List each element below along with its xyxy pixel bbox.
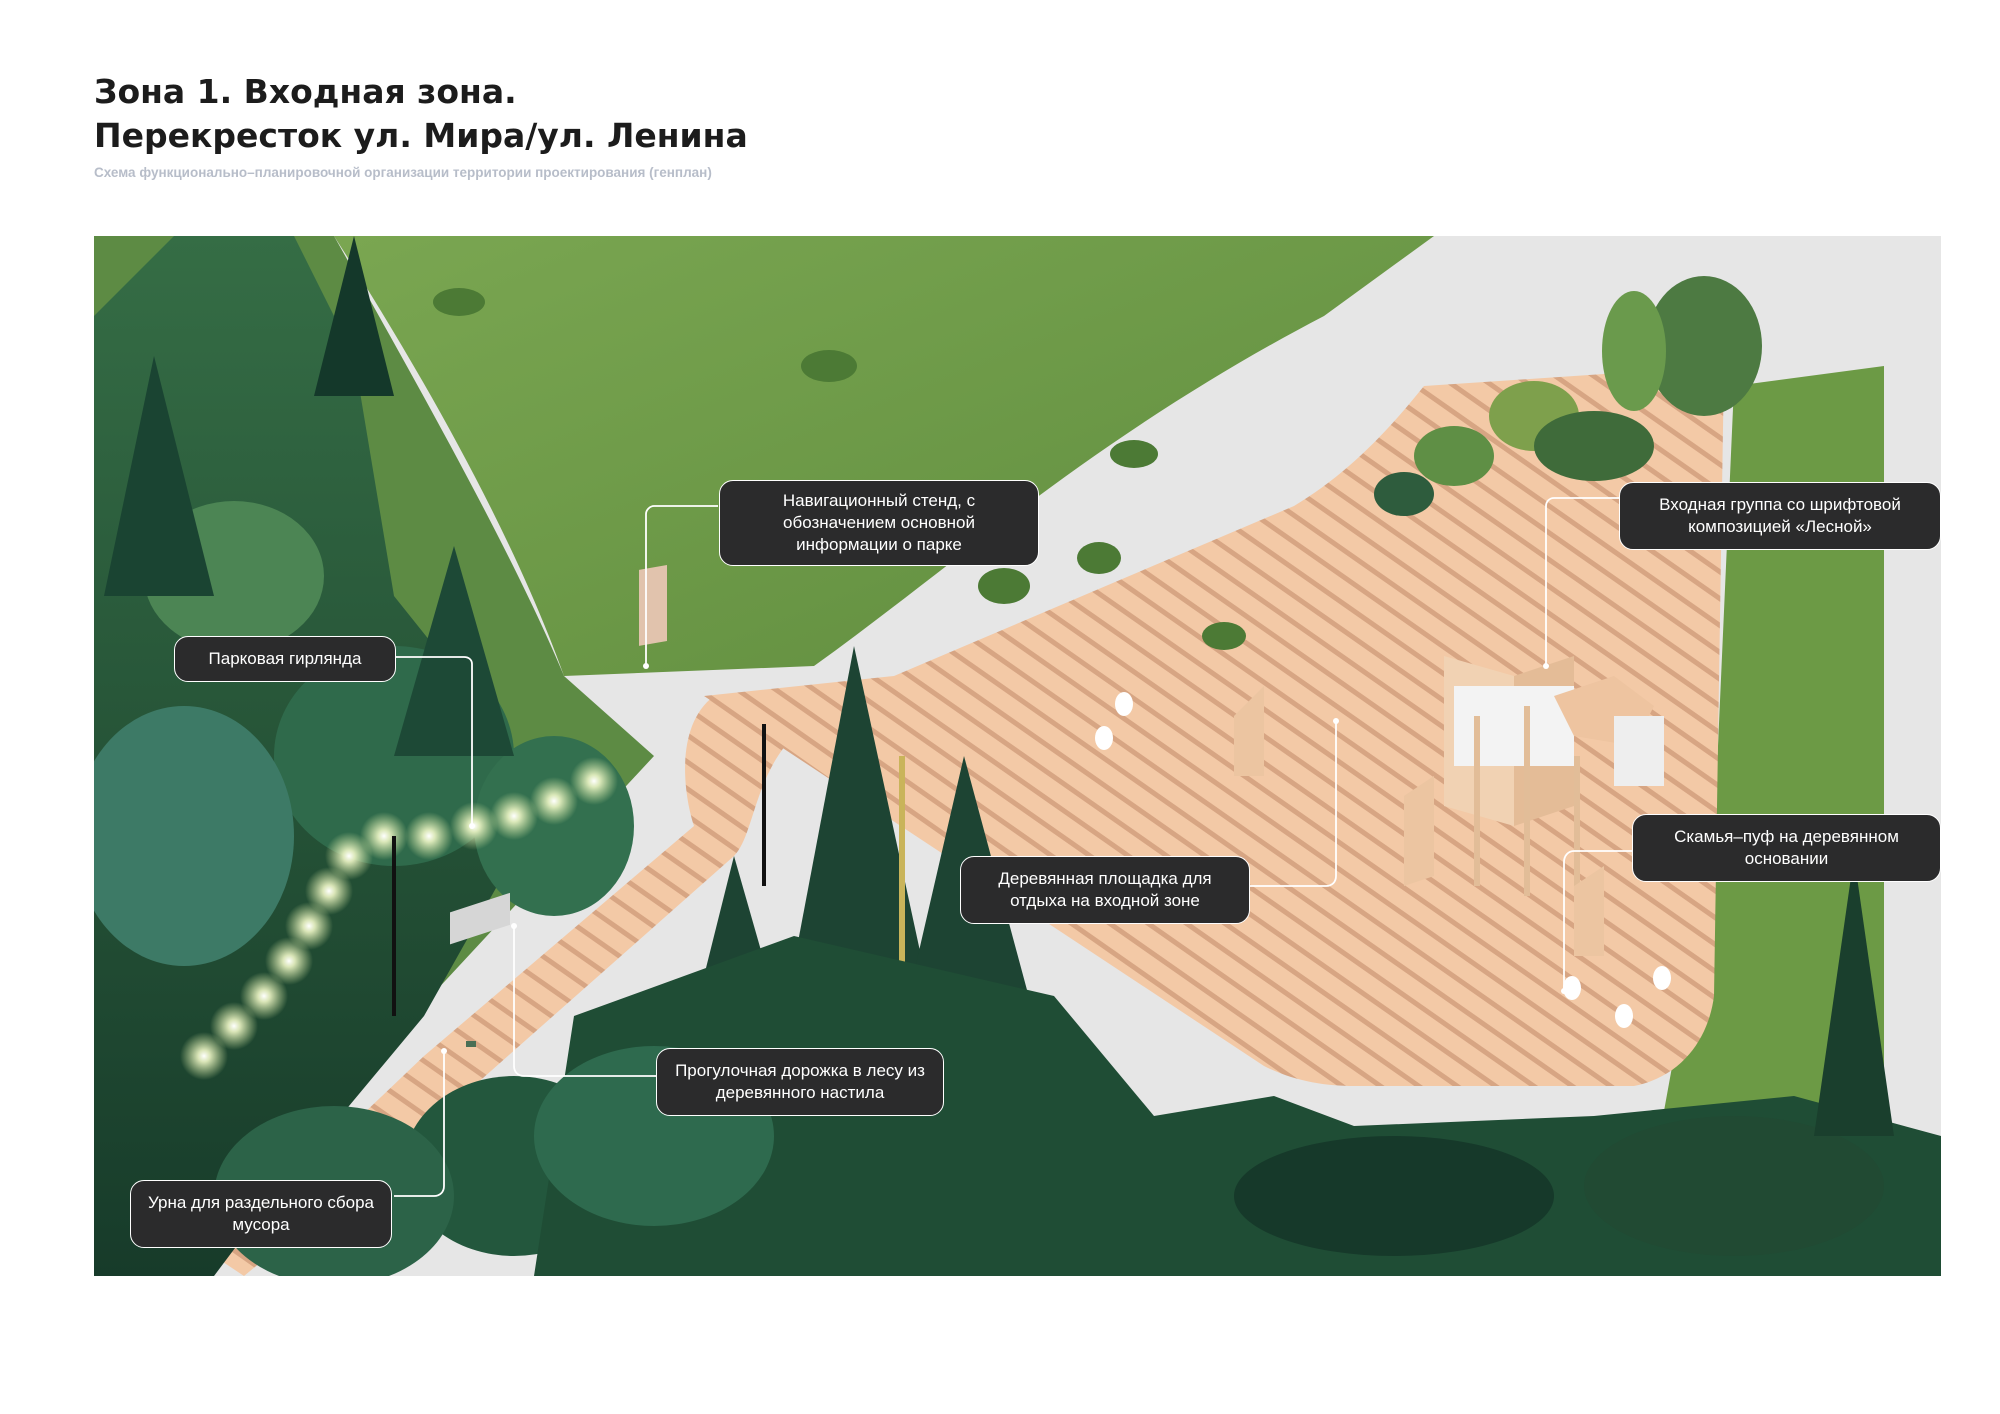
callout-entrance-group: Входная группа со шрифтовой композицией …	[1619, 482, 1941, 550]
waste-bin	[450, 892, 510, 1047]
page-title-line-1: Зона 1. Входная зона.	[94, 72, 517, 111]
page-title: Зона 1. Входная зона. Перекресток ул. Ми…	[94, 70, 748, 158]
callout-leader-lines	[394, 497, 1632, 1197]
site-plan-illustration: Навигационный стенд, с обозначением осно…	[94, 236, 1941, 1276]
callout-bench-pouf: Скамья–пуф на деревянном основании	[1632, 814, 1941, 882]
page-title-line-2: Перекресток ул. Мира/ул. Ленина	[94, 116, 748, 155]
shrub-cluster-top-right	[1374, 276, 1762, 516]
lawn-bushes	[433, 288, 1246, 650]
upper-lawn	[334, 236, 1434, 676]
callout-rest-platform: Деревянная площадка для отдыха на входно…	[960, 856, 1250, 924]
entrance-sign-group	[1444, 656, 1664, 906]
page-subtitle: Схема функционально–планировочной органи…	[94, 165, 712, 180]
site-plan-drawing	[94, 236, 1941, 1276]
callout-anchor-dots	[441, 663, 1567, 1054]
callout-navigation-stand: Навигационный стенд, с обозначением осно…	[719, 480, 1039, 566]
bench-poufs	[1095, 692, 1671, 1028]
navigation-stand	[639, 564, 667, 646]
callout-forest-path: Прогулочная дорожка в лесу из деревянног…	[656, 1048, 944, 1116]
wooden-sculptures	[1234, 686, 1604, 956]
callout-waste-bin: Урна для раздельного сбора мусора	[130, 1180, 392, 1248]
callout-park-garland: Парковая гирлянда	[174, 636, 396, 682]
wooden-deck-platform	[704, 366, 1724, 1086]
